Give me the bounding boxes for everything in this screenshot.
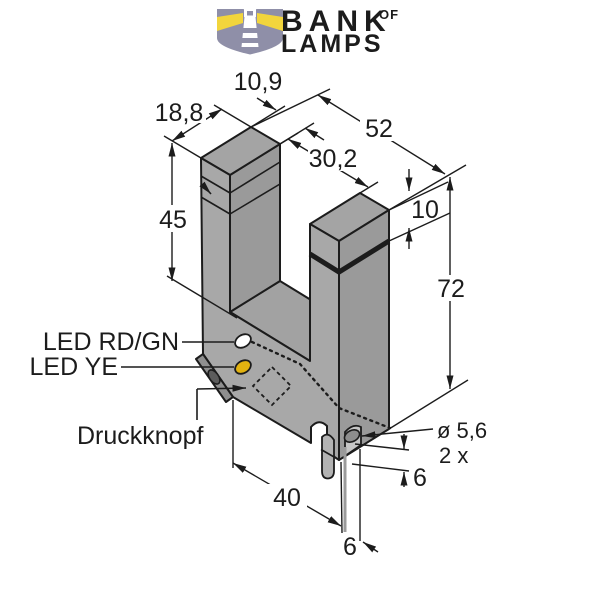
bottom-edge-over-pin (320, 448, 336, 459)
dim-housing-depth: 18,8 (152, 99, 252, 159)
dim-band-offset: 10 (388, 169, 451, 249)
dim-label-6-bottom: 6 (343, 533, 357, 561)
dim-label-6-right: 6 (413, 464, 427, 492)
dim-hole-offset-bottom: 6 (343, 447, 379, 561)
dim-label-18-8: 18,8 (155, 99, 204, 127)
led-rd-gn-label: LED RD/GN (43, 328, 179, 356)
dim-slot-width: 30,2 (279, 132, 379, 194)
dim-label-72: 72 (437, 275, 465, 303)
window-line-1 (229, 161, 281, 194)
led-ye-label: LED YE (30, 353, 118, 381)
dim-label-40: 40 (273, 484, 301, 512)
lighthouse-icon (217, 1, 283, 47)
dim-label-10-9: 10,9 (234, 68, 283, 96)
dim-label-45: 45 (159, 206, 187, 234)
callout-pushbutton: Druckknopf (77, 384, 247, 450)
callout-led-rd-gn: LED RD/GN (43, 328, 234, 356)
dim-label-hole-diameter: ø 5,6 (437, 418, 487, 443)
dim-hole-offset-end: 6 (351, 434, 427, 492)
logo-text-bank: BANK (281, 5, 392, 38)
callout-led-ye: LED YE (30, 353, 234, 381)
logo-text-of: OF (379, 7, 399, 22)
dim-overall-height: 72 (388, 164, 469, 430)
mounting-hole (343, 429, 361, 443)
beam-direction-arrow-icon (199, 181, 212, 195)
pushbutton-outline (251, 365, 293, 407)
light-beam-left (217, 13, 243, 31)
window-line-2 (229, 183, 281, 215)
dimension-annotations: 18,8 45 10,9 52 30 (152, 68, 487, 561)
dim-label-52: 52 (365, 115, 393, 143)
led-rd-gn-indicator (234, 333, 252, 349)
dim-hole-diameter: ø 5,6 2 x (361, 418, 487, 468)
dim-overall-length: 52 (250, 88, 446, 175)
pushbutton-label: Druckknopf (77, 422, 203, 450)
dim-slot-depth: 45 (157, 143, 238, 319)
window-line-3 (200, 175, 231, 194)
window-line-4 (200, 196, 231, 215)
dim-label-hole-count: 2 x (439, 443, 468, 468)
led-ye-indicator (234, 359, 252, 375)
right-arm-band (308, 238, 391, 275)
sensor-body (195, 126, 392, 480)
parting-line (250, 340, 392, 430)
led-side-view (207, 369, 221, 385)
front-face (200, 157, 340, 461)
dim-label-30-2: 30,2 (309, 145, 358, 173)
logo-text-lamps: LAMPS (281, 30, 384, 58)
dim-hole-spacing: 40 (232, 400, 343, 534)
bank-of-lamps-logo: BANK OF LAMPS (217, 1, 399, 58)
light-beam-right (257, 13, 283, 31)
dim-label-10: 10 (411, 196, 439, 224)
callout-labels: LED RD/GN LED YE Druckknopf (30, 328, 247, 450)
